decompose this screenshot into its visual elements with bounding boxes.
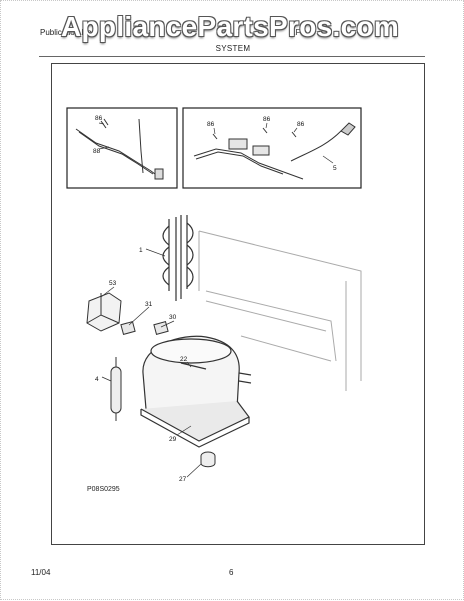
callout-88: 88 [93,148,101,155]
callout-22: 22 [180,356,188,363]
model-number-partial: LFC [291,28,307,37]
callout-29: 29 [169,436,177,443]
callout-86-left: 86 [95,115,103,122]
callout-5: 5 [333,165,337,172]
filter-drier [110,357,122,421]
callout-leaders [98,122,334,478]
diagram-frame [51,63,425,545]
callout-1: 1 [139,247,143,254]
cabinet-outline [198,230,362,391]
footer-date: 11/04 [31,568,51,577]
condenser-coil [162,215,194,301]
wire-harness-right [193,122,356,180]
diagram-code: P08S0295 [87,486,120,493]
section-title: SYSTEM [215,44,251,53]
page-number: 6 [229,568,234,577]
callout-53: 53 [109,280,117,287]
compressor [140,335,252,448]
callout-31: 31 [145,301,153,308]
mounting-grommet [200,451,216,468]
callout-27: 27 [179,476,187,483]
relay-cover [86,292,122,332]
callout-30: 30 [169,314,177,321]
title-rule [39,56,425,57]
start-relay [153,321,169,335]
watermark: AppliancePartsPros.com [61,11,400,42]
overload-protector [120,321,136,335]
callout-4: 4 [95,376,99,383]
callout-86-c: 86 [297,121,305,128]
callout-86-b: 86 [263,116,271,123]
inset-box-right [182,107,362,189]
callout-86-a: 86 [207,121,215,128]
wire-harness-left [75,118,164,180]
inset-box-left [66,107,178,189]
publication-label: Publication No: [40,28,94,37]
